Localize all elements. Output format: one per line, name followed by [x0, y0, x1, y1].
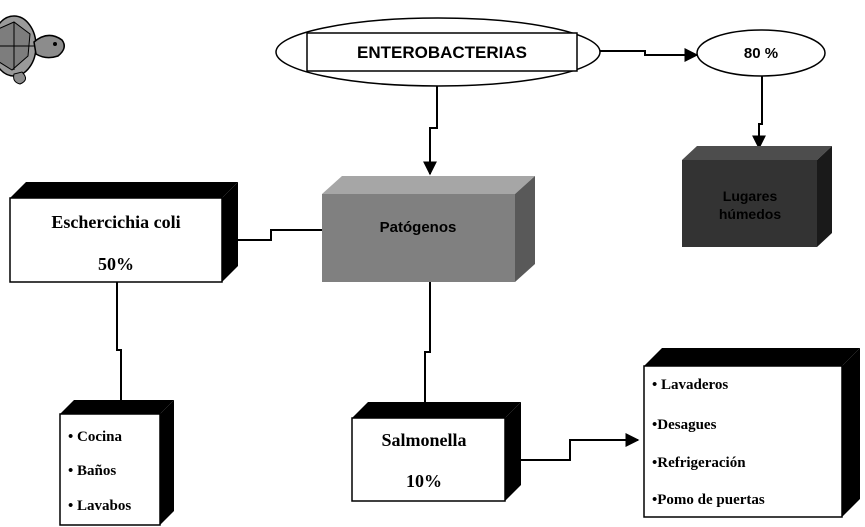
- coli-place-item: • Cocina: [68, 429, 123, 445]
- coli-place-item: • Baños: [68, 463, 116, 479]
- connector-patogenos-to-escherichia: [235, 229, 322, 241]
- connector-escherichia-to-coli-places: [116, 282, 122, 400]
- patogenos-label: Patógenos: [380, 219, 457, 236]
- escherichia-name: Eschercichia coli: [51, 212, 180, 232]
- enterobacterias-node: ENTEROBACTERIAS: [275, 17, 601, 87]
- connector-enterobacterias-to-80: [577, 48, 699, 62]
- connectors: [116, 48, 766, 461]
- salmonella-place-item: •Refrigeración: [652, 455, 746, 471]
- lugares-humedos-line2: húmedos: [719, 206, 781, 222]
- salmonella-box: Salmonella 10%: [351, 402, 521, 502]
- connector-salmonella-to-places: [505, 433, 640, 461]
- salmonella-places-box: • Lavaderos •Desagues •Refrigeración •Po…: [643, 348, 860, 518]
- turtle-icon: [0, 15, 65, 85]
- lugares-humedos-box: Lugares húmedos: [682, 146, 832, 247]
- connector-enterobacterias-to-patogenos: [423, 84, 438, 176]
- coli-places-box: • Cocina • Baños • Lavabos: [59, 400, 174, 526]
- salmonella-place-item: • Lavaderos: [652, 377, 728, 393]
- escherichia-box: Eschercichia coli 50%: [9, 182, 238, 283]
- salmonella-percent: 10%: [406, 471, 442, 491]
- escherichia-percent: 50%: [98, 254, 134, 274]
- connector-80-to-lugares: [752, 75, 766, 150]
- patogenos-box: Patógenos: [322, 176, 535, 282]
- salmonella-name: Salmonella: [381, 430, 466, 450]
- coli-place-item: • Lavabos: [68, 498, 131, 514]
- percent-80-label: 80 %: [744, 45, 778, 62]
- salmonella-place-item: •Pomo de puertas: [652, 492, 765, 508]
- enterobacterias-label: ENTEROBACTERIAS: [357, 43, 527, 62]
- salmonella-place-item: •Desagues: [652, 417, 717, 433]
- connector-patogenos-to-salmonella: [424, 282, 431, 402]
- lugares-humedos-line1: Lugares: [723, 188, 778, 204]
- percent-80-node: 80 %: [696, 29, 826, 77]
